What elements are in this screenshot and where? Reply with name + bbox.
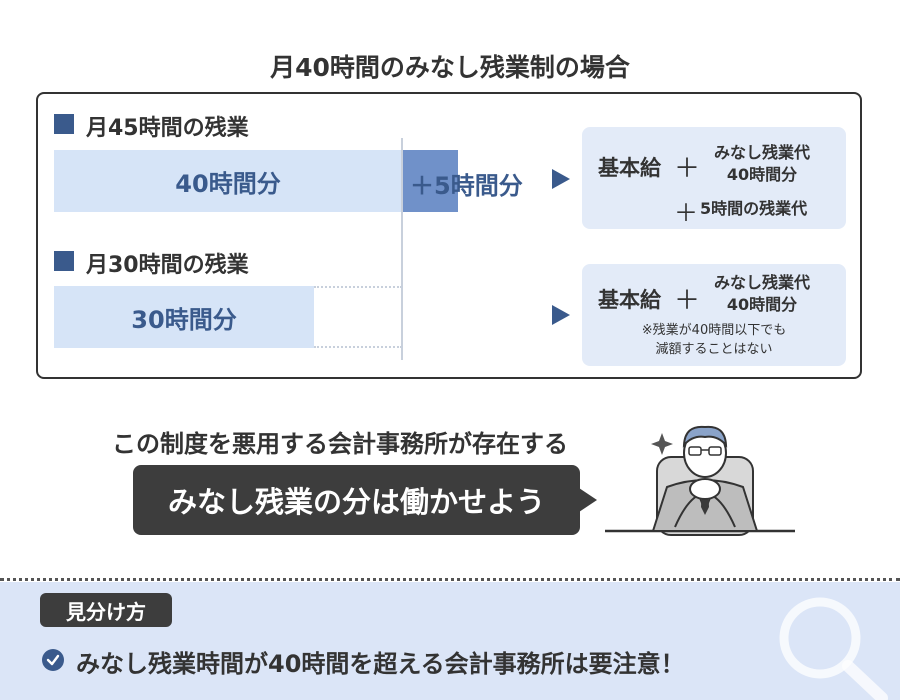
speech-bubble-tail (579, 488, 597, 512)
comparison-panel (36, 92, 862, 379)
case45-extra-label: ＋5時間分 (410, 172, 523, 200)
tips-tag-label: 見分け方 (66, 599, 146, 624)
case45-minashi: みなし残業代 40時間分 (702, 142, 822, 186)
dotted-line (314, 286, 402, 288)
dotted-line (314, 346, 402, 348)
sparkle-icon (651, 433, 673, 455)
case45-plus: ＋ (674, 154, 701, 184)
case30-plus: ＋ (674, 286, 701, 316)
magnifier-icon (779, 597, 888, 700)
speech-bubble: みなし残業の分は働かせよう (133, 465, 580, 535)
case30-bar-label: 30時間分 (131, 305, 237, 334)
businessman-illustration (605, 425, 795, 536)
square-bullet-icon (54, 114, 74, 134)
play-triangle-icon (552, 169, 570, 189)
tips-tag: 見分け方 (40, 593, 172, 627)
case30-result-box (582, 264, 846, 366)
case45-result-box (582, 127, 846, 229)
case45-bar-label: 40時間分 (175, 169, 281, 198)
case30-note-line2: 減額することはない (655, 342, 773, 357)
warning-lead: この制度を悪用する会計事務所が存在する (112, 430, 568, 458)
case30-bar: 30時間分 (54, 286, 314, 348)
case45-extra-pay: 5時間の残業代 (700, 199, 808, 218)
case30-note-line1: ※残業が40時間以下でも (641, 323, 787, 338)
page-title: 月40時間のみなし残業制の場合 (270, 53, 630, 82)
case45-minashi-line1: みなし残業代 (713, 143, 810, 162)
case30-heading: 月30時間の残業 (86, 253, 249, 278)
case30-minashi-line1: みなし残業代 (713, 273, 810, 292)
footer-message: みなし残業時間が40時間を超える会計事務所は要注意！ (76, 650, 685, 678)
case45-heading: 月45時間の残業 (86, 116, 249, 141)
speech-bubble-text: みなし残業の分は働かせよう (167, 485, 545, 519)
square-bullet-icon (54, 251, 74, 271)
case45-minashi-line2: 40時間分 (726, 165, 798, 184)
section-divider (0, 578, 900, 581)
limit-divider (401, 138, 403, 360)
case45-extra-bar (402, 150, 458, 212)
check-circle-icon (42, 649, 64, 671)
case30-note: ※残業が40時間以下でも 減額することはない (602, 321, 826, 359)
case30-minashi-line2: 40時間分 (726, 295, 798, 314)
case45-bar: 40時間分 (54, 150, 402, 212)
play-triangle-icon (552, 305, 570, 325)
case45-base-pay: 基本給 (598, 156, 661, 180)
case45-extra-plus: ＋ (674, 199, 698, 227)
case30-base-pay: 基本給 (598, 288, 661, 312)
case30-minashi: みなし残業代 40時間分 (702, 272, 822, 316)
